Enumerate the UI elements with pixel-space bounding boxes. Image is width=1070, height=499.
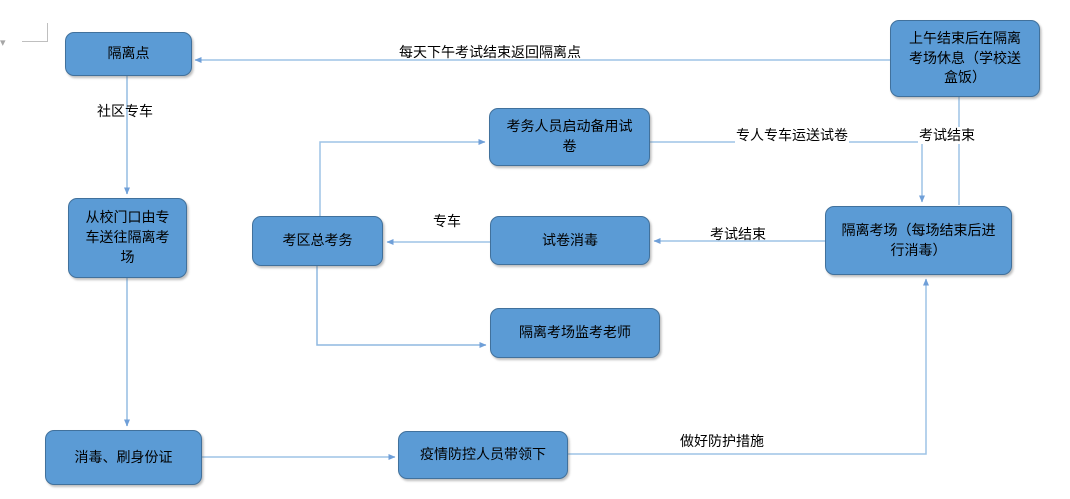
connector-chief-to-invigilators [316, 266, 487, 348]
node-epidemic-staff: 疫情防控人员带领下 [398, 431, 568, 479]
edge-label-dedicated-transport: 专人专车运送试卷 [735, 127, 849, 144]
edge-label-protection: 做好防护措施 [680, 433, 764, 449]
node-rest-room: 上午结束后在隔离考场休息（学校送盒饭） [890, 20, 1040, 97]
node-school-gate: 从校门口由专车送往隔离考场 [68, 198, 187, 278]
edge-label-special-vehicle: 专车 [433, 213, 461, 229]
connector-epidemic-to-qroom [568, 278, 929, 455]
node-disinfect-id-check: 消毒、刷身份证 [45, 430, 202, 485]
edge-label-exam-end-top: 考试结束 [918, 127, 976, 144]
page-margin-corner-mark [22, 23, 48, 42]
node-quarantine-room: 隔离考场（每场结束后进行消毒） [825, 206, 1012, 275]
margin-arrow-icon: ▾ [0, 37, 6, 49]
node-isolation-point: 隔离点 [65, 32, 192, 76]
node-chief-exam-affairs: 考区总考务 [252, 216, 383, 266]
node-invigilators: 隔离考场监考老师 [490, 308, 660, 358]
node-backup-papers: 考务人员启动备用试卷 [489, 108, 650, 166]
edge-label-exam-end-mid: 考试结束 [710, 226, 766, 242]
connector-backup-to-qroom [650, 141, 925, 203]
edge-label-daily-return: 每天下午考试结束返回隔离点 [399, 44, 581, 60]
connector-chief-to-backup [319, 139, 486, 216]
edge-label-community-vehicle: 社区专车 [97, 103, 153, 119]
node-paper-disinfection: 试卷消毒 [490, 216, 650, 265]
